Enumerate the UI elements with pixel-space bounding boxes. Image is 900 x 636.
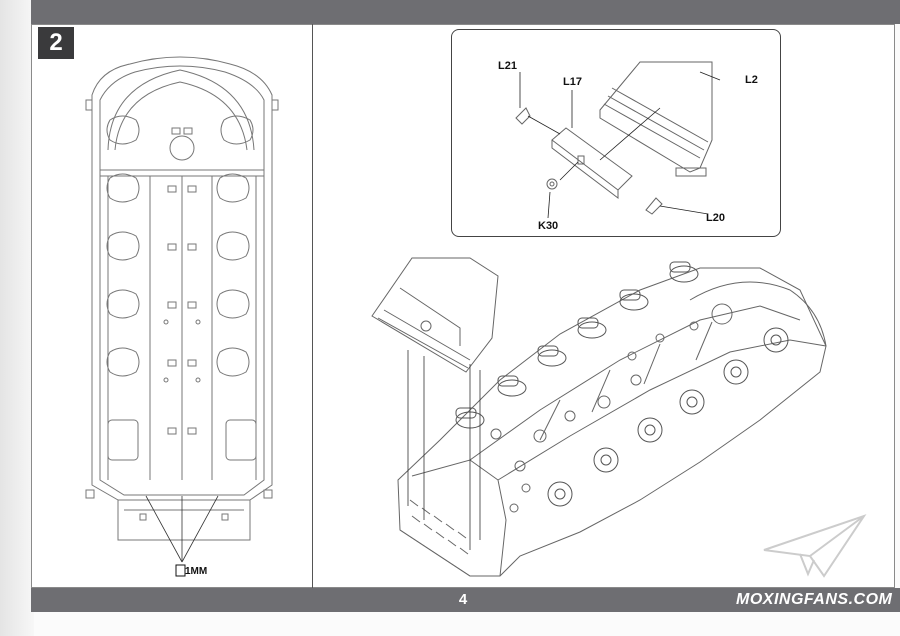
bottom-bar: [31, 588, 900, 612]
callout-l20: L20: [706, 212, 725, 224]
paper-plane-logo: [763, 514, 867, 578]
callout-l17: L17: [563, 76, 582, 88]
subassembly-inset: [451, 29, 781, 237]
drill-note: 1MM: [185, 566, 208, 577]
step-number: 2: [38, 27, 74, 59]
callout-l2: L2: [745, 74, 758, 86]
page-number: 4: [458, 591, 468, 608]
callout-l21: L21: [498, 60, 517, 72]
panel-divider: [312, 24, 313, 588]
watermark-text: MOXINGFANS.COM: [736, 591, 893, 608]
callout-k30: K30: [538, 220, 559, 232]
binding-shadow: [0, 0, 34, 636]
top-bar: [31, 0, 900, 24]
